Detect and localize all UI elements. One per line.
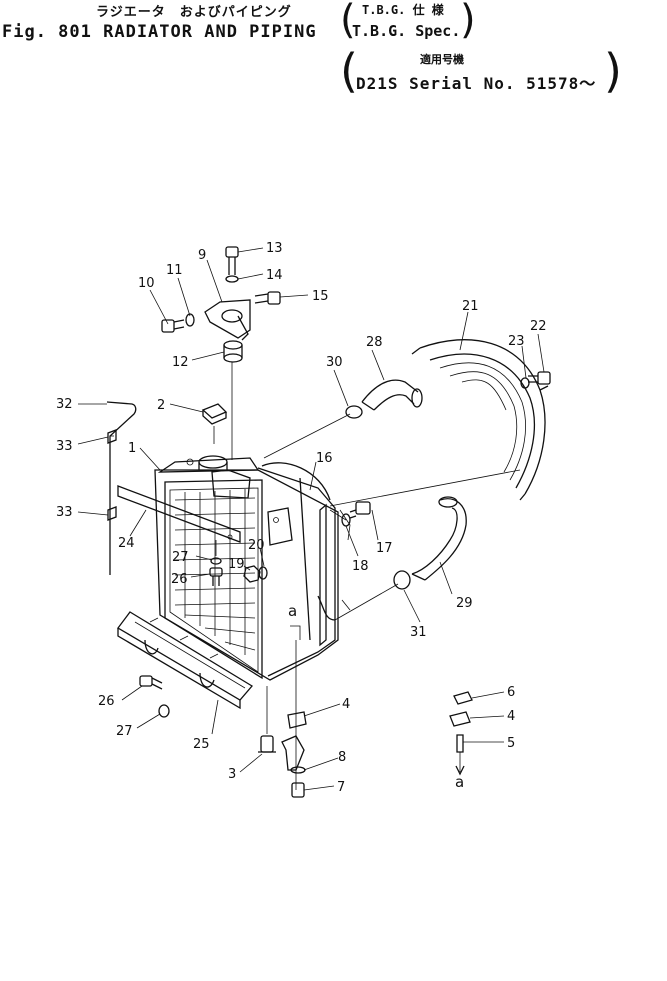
bracket-right-spec: ) bbox=[460, 0, 476, 43]
callout-26-lower: 26 bbox=[98, 694, 115, 709]
callout-11: 11 bbox=[166, 263, 183, 278]
callout-24: 24 bbox=[118, 536, 135, 551]
clamp-31 bbox=[393, 570, 411, 590]
washer-11 bbox=[185, 313, 195, 327]
callout-18: 18 bbox=[352, 559, 369, 574]
callout-26-upper: 26 bbox=[171, 572, 188, 587]
bracket-right-serial: ) bbox=[604, 44, 622, 98]
cushion-12 bbox=[223, 340, 243, 363]
callout-17: 17 bbox=[376, 541, 393, 556]
callout-labels: 1 2 3 4 4 5 6 7 8 9 10 11 12 13 14 15 16… bbox=[56, 241, 547, 795]
callout-16: 16 bbox=[316, 451, 333, 466]
clamp-30 bbox=[345, 405, 363, 419]
callout-22: 22 bbox=[530, 319, 547, 334]
callout-3: 3 bbox=[228, 767, 236, 782]
bolt-10 bbox=[161, 319, 185, 333]
callout-27-lower: 27 bbox=[116, 724, 133, 739]
callout-30: 30 bbox=[326, 355, 343, 370]
callout-33-lower: 33 bbox=[56, 505, 73, 520]
callout-8: 8 bbox=[338, 750, 346, 765]
callout-23: 23 bbox=[508, 334, 525, 349]
callout-28: 28 bbox=[366, 335, 383, 350]
washer-14 bbox=[225, 275, 239, 283]
callout-7: 7 bbox=[337, 780, 345, 795]
washer-23 bbox=[520, 377, 530, 389]
callout-20: 20 bbox=[248, 538, 265, 553]
bolt-17 bbox=[349, 501, 371, 519]
callout-25: 25 bbox=[193, 737, 210, 752]
callout-14: 14 bbox=[266, 268, 283, 283]
bolt-26-upper bbox=[209, 567, 223, 586]
radiator-cap-2 bbox=[201, 403, 228, 425]
callout-13: 13 bbox=[266, 241, 283, 256]
callout-4-detail: 4 bbox=[507, 709, 515, 724]
callout-5: 5 bbox=[507, 736, 515, 751]
overflow-tube-32 bbox=[106, 401, 137, 575]
callout-6: 6 bbox=[507, 685, 515, 700]
callout-12: 12 bbox=[172, 355, 189, 370]
washer-27-lower bbox=[158, 704, 170, 718]
washer-27-upper bbox=[210, 557, 222, 565]
reference-a-detail: a bbox=[455, 773, 464, 791]
nut-19 bbox=[243, 565, 261, 583]
callout-31: 31 bbox=[410, 625, 427, 640]
assembly-lines bbox=[263, 413, 521, 621]
callout-29: 29 bbox=[456, 596, 473, 611]
callout-27-upper: 27 bbox=[172, 550, 189, 565]
bolt-13 bbox=[225, 246, 239, 275]
upper-hose-28 bbox=[361, 379, 423, 411]
drain-cock-3 bbox=[258, 686, 276, 753]
radiator-filler-neck bbox=[157, 455, 260, 499]
callout-33-upper: 33 bbox=[56, 439, 73, 454]
fan-guard-21 bbox=[411, 339, 549, 501]
spec-english: T.B.G. Spec. bbox=[352, 22, 461, 40]
lower-bracket bbox=[281, 625, 307, 798]
callout-9: 9 bbox=[198, 248, 206, 263]
callout-1: 1 bbox=[128, 441, 136, 456]
callout-19: 19 bbox=[228, 557, 245, 572]
seal-strip-24 bbox=[117, 485, 241, 543]
callout-32: 32 bbox=[56, 397, 73, 412]
washer-20 bbox=[258, 566, 268, 580]
callout-21: 21 bbox=[462, 299, 479, 314]
callout-2: 2 bbox=[157, 398, 165, 413]
lower-mount-detail-a bbox=[449, 691, 473, 776]
callout-15: 15 bbox=[312, 289, 329, 304]
bracket-left-spec: ( bbox=[340, 0, 356, 43]
bolt-26-lower bbox=[139, 675, 163, 690]
upper-mount-bracket bbox=[204, 299, 251, 341]
bolt-15 bbox=[254, 291, 281, 305]
reference-a-main: a bbox=[288, 602, 297, 620]
lower-hose-29 bbox=[411, 496, 467, 581]
radiator-assembly bbox=[154, 455, 351, 681]
bracket-left-serial: ( bbox=[340, 44, 358, 98]
callout-10: 10 bbox=[138, 276, 155, 291]
spec-japanese: T.B.G. 仕 様 bbox=[362, 3, 444, 17]
serial-japanese: 適用号機 bbox=[420, 53, 464, 66]
callout-4: 4 bbox=[342, 697, 350, 712]
figure-title: Fig. 801 RADIATOR AND PIPING bbox=[2, 22, 317, 42]
title-japanese: ラジエータ およびパイピング bbox=[96, 5, 292, 20]
leader-lines bbox=[77, 247, 545, 791]
lower-guard-25 bbox=[117, 611, 253, 710]
serial-english: D21S Serial No. 51578～ bbox=[356, 74, 597, 93]
